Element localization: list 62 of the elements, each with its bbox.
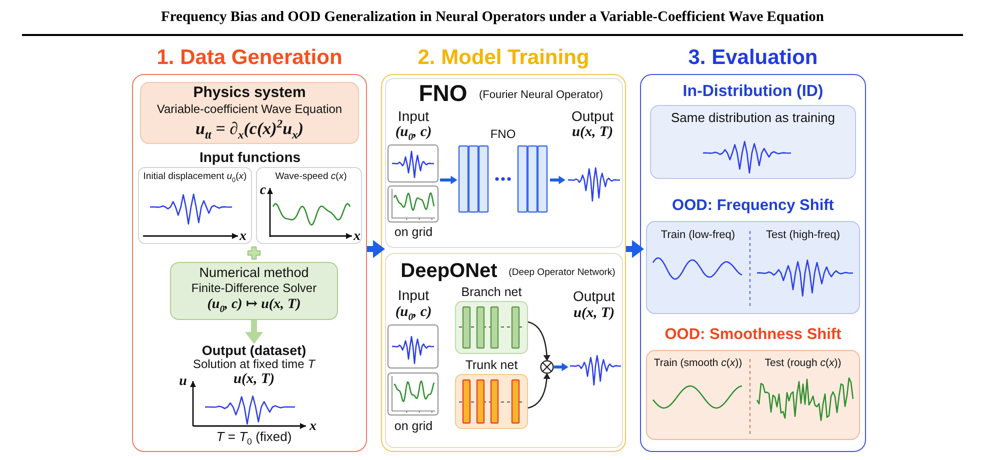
axis-label: c bbox=[260, 183, 266, 200]
stage-heading: 3. Evaluation bbox=[688, 46, 818, 70]
panel-heading: OOD: Smoothness Shift bbox=[664, 326, 842, 344]
layer-label: FNO bbox=[490, 128, 516, 142]
math-label: u(x, T) bbox=[233, 371, 275, 388]
half-label: Test (rough c(x)) bbox=[764, 357, 842, 370]
diagram-title: Frequency Bias and OOD Generalization in Neural Operators under a Variable-Coefficient Wave Equation bbox=[161, 9, 824, 26]
half-label: Test (high-freq) bbox=[766, 229, 840, 242]
io-heading: Input bbox=[398, 108, 430, 124]
model-box bbox=[385, 78, 623, 248]
arrow bbox=[367, 240, 385, 258]
equation-box bbox=[140, 82, 359, 144]
network-label: Branch net bbox=[461, 285, 522, 300]
model-box bbox=[385, 253, 623, 448]
plot-card bbox=[256, 167, 362, 244]
box-heading: Numerical method bbox=[199, 265, 309, 281]
box-heading: Physics system bbox=[193, 84, 306, 102]
box-subtitle: (Deep Operator Network) bbox=[508, 268, 616, 279]
arrow bbox=[245, 320, 263, 344]
box-heading: Output (dataset) bbox=[202, 343, 306, 359]
plot-title: Wave-speed c(x) bbox=[275, 172, 347, 183]
axis-label: x bbox=[354, 229, 360, 246]
grid-label: on grid bbox=[394, 419, 433, 434]
box-subtitle: Variable-coefficient Wave Equation bbox=[156, 103, 342, 117]
curved-arrow bbox=[528, 321, 550, 362]
equation: (u$_{0}$, c) ↦ u(x, T) bbox=[207, 297, 301, 314]
plot-card bbox=[138, 167, 252, 244]
arrow bbox=[440, 176, 458, 184]
description: Same distribution as training bbox=[670, 111, 836, 126]
math-label: (u$_{0}$, c) bbox=[395, 124, 432, 141]
math-label: u(x, T) bbox=[573, 305, 615, 322]
network-label: Trunk net bbox=[465, 358, 518, 372]
solver-box bbox=[170, 262, 338, 320]
stage-heading: 2. Model Training bbox=[418, 46, 590, 70]
axis-label: u bbox=[179, 374, 187, 390]
stage-heading: 1. Data Generation bbox=[156, 46, 342, 70]
box-heading: DeepONet bbox=[400, 260, 498, 283]
io-heading: Output bbox=[572, 288, 616, 304]
description: Solution at fixed time T bbox=[192, 358, 316, 372]
box-subtitle: (Fourier Neural Operator) bbox=[478, 89, 604, 102]
half-label: Train (smooth c(x)) bbox=[654, 357, 742, 370]
box-subtitle: Finite-Difference Solver bbox=[191, 282, 317, 296]
box-heading: FNO bbox=[418, 80, 468, 106]
time-label: T = T$_{0}$ (fixed) bbox=[216, 430, 292, 445]
panel-heading: OOD: Frequency Shift bbox=[672, 197, 834, 215]
arrow bbox=[626, 240, 644, 258]
section-heading: Input functions bbox=[199, 149, 301, 166]
plot-title: Initial displacement u$_{0}$(x) bbox=[143, 172, 247, 183]
multiply-symbol bbox=[540, 360, 554, 374]
io-heading: Output bbox=[571, 108, 614, 124]
panel-heading: In-Distribution (ID) bbox=[682, 83, 824, 102]
io-heading: Input bbox=[398, 287, 430, 304]
half-label: Train (low-freq) bbox=[660, 229, 736, 242]
arrow bbox=[550, 176, 566, 184]
math-label: u(x, T) bbox=[572, 124, 614, 141]
grid-label: on grid bbox=[394, 225, 433, 240]
arrow bbox=[554, 362, 568, 372]
axis-label: x bbox=[310, 419, 316, 436]
axis-label: x bbox=[240, 229, 246, 246]
equation: u$_{tt}$ = ∂$_{x}$(c(x)$^{2}$u$_{x}$) bbox=[196, 119, 304, 139]
math-label: (u$_{0}$, c) bbox=[395, 304, 432, 321]
curved-arrow bbox=[528, 372, 550, 409]
